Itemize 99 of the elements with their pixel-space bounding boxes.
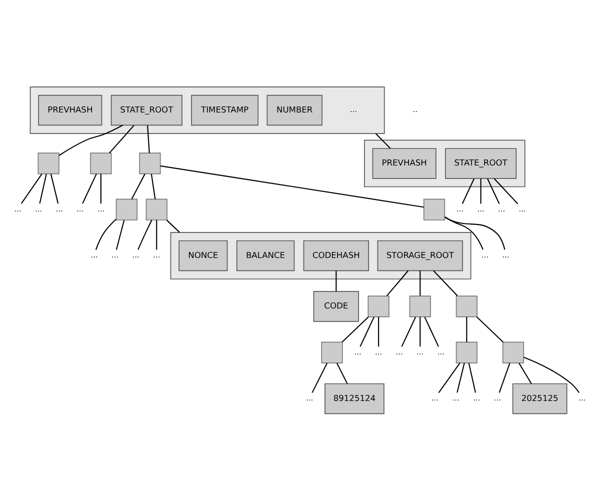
connector xyxy=(375,132,391,148)
node-text: ... xyxy=(437,346,444,356)
connector xyxy=(468,362,476,392)
node-text: ... xyxy=(153,250,160,260)
node-box: STATE_ROOT xyxy=(445,148,517,178)
connector xyxy=(82,173,97,204)
node-text: ... xyxy=(374,346,382,356)
node-box xyxy=(456,295,478,317)
node-text: ... xyxy=(14,204,22,213)
connector xyxy=(312,362,328,392)
node-box: PREVHASH xyxy=(38,94,102,126)
connector xyxy=(116,219,125,250)
node-box: TIMESTAMP xyxy=(191,94,258,126)
connector xyxy=(444,216,484,250)
connector xyxy=(58,124,123,156)
connector xyxy=(524,356,580,393)
connector xyxy=(424,316,439,346)
connector xyxy=(336,362,348,384)
connector xyxy=(420,316,421,346)
connector xyxy=(39,173,47,204)
connector xyxy=(462,178,475,204)
connector xyxy=(444,216,506,250)
connector xyxy=(156,220,158,250)
connector xyxy=(494,178,518,204)
node-box: CODEHASH xyxy=(303,240,369,271)
cluster xyxy=(170,232,472,279)
connector xyxy=(360,316,375,346)
connector xyxy=(131,173,146,199)
node-text: ... xyxy=(502,250,510,260)
connector xyxy=(518,362,532,384)
connector xyxy=(401,316,416,346)
connector xyxy=(456,362,465,392)
connector xyxy=(166,219,180,232)
connector xyxy=(95,218,117,250)
node-box xyxy=(456,341,478,363)
node-text: ... xyxy=(452,393,460,402)
connector xyxy=(336,270,337,291)
node-text: ... xyxy=(432,393,439,402)
connector xyxy=(20,173,42,204)
connector xyxy=(160,164,424,208)
node-text: ... xyxy=(132,250,140,260)
node-box xyxy=(139,152,161,174)
node-text: ... xyxy=(481,250,489,260)
node-box xyxy=(423,198,446,220)
node-box: BALANCE xyxy=(236,240,295,271)
node-box: STATE_ROOT xyxy=(110,94,182,126)
node-box: PREVHASH xyxy=(372,148,436,178)
node-text: ... xyxy=(56,204,63,213)
node-text: ... xyxy=(494,393,501,402)
connector xyxy=(342,316,369,342)
node-text: ... xyxy=(456,204,464,213)
node-box xyxy=(502,341,524,363)
node-box xyxy=(368,295,390,317)
connector xyxy=(147,124,150,153)
connector xyxy=(378,316,380,346)
node-box xyxy=(146,198,168,220)
connector xyxy=(50,173,59,204)
node-text: ... xyxy=(518,204,526,213)
node-box xyxy=(321,341,343,363)
connector xyxy=(138,219,152,250)
connector xyxy=(476,316,504,342)
node-text: ... xyxy=(306,393,314,402)
node-text: ... xyxy=(111,250,119,260)
connector xyxy=(466,316,468,342)
node-text: ... xyxy=(416,346,424,356)
node-text: ... xyxy=(97,204,104,213)
node-text: ... xyxy=(396,346,403,356)
node-box: CODE xyxy=(313,290,360,322)
connector xyxy=(100,173,102,204)
node-box xyxy=(90,152,112,174)
cluster xyxy=(30,86,385,134)
connector xyxy=(420,270,421,296)
node-box xyxy=(409,295,431,317)
node-text: ... xyxy=(473,393,480,402)
connector xyxy=(480,178,482,204)
node-box: STORAGE_ROOT xyxy=(377,240,463,271)
node-text: ... xyxy=(578,393,586,402)
node-text: ... xyxy=(34,204,42,213)
label: .. xyxy=(412,104,418,114)
node-box: 2025125 xyxy=(512,382,568,414)
node-text: ... xyxy=(76,204,84,213)
connector xyxy=(487,178,500,204)
connector xyxy=(438,362,460,392)
connector xyxy=(433,270,458,296)
node-text: ... xyxy=(90,250,98,260)
connector xyxy=(498,362,510,392)
node-box: NONCE xyxy=(178,240,228,271)
node-text: ... xyxy=(498,204,506,213)
node-box: NUMBER xyxy=(266,94,322,126)
node-box: 89125124 xyxy=(324,382,384,414)
connector xyxy=(108,124,134,153)
node-box xyxy=(116,198,138,220)
connector xyxy=(386,270,409,296)
cluster xyxy=(364,139,526,187)
label: ... xyxy=(350,104,358,114)
node-box xyxy=(38,152,60,174)
connector xyxy=(150,173,156,199)
node-text: ... xyxy=(354,346,362,356)
node-text: ... xyxy=(477,204,484,213)
